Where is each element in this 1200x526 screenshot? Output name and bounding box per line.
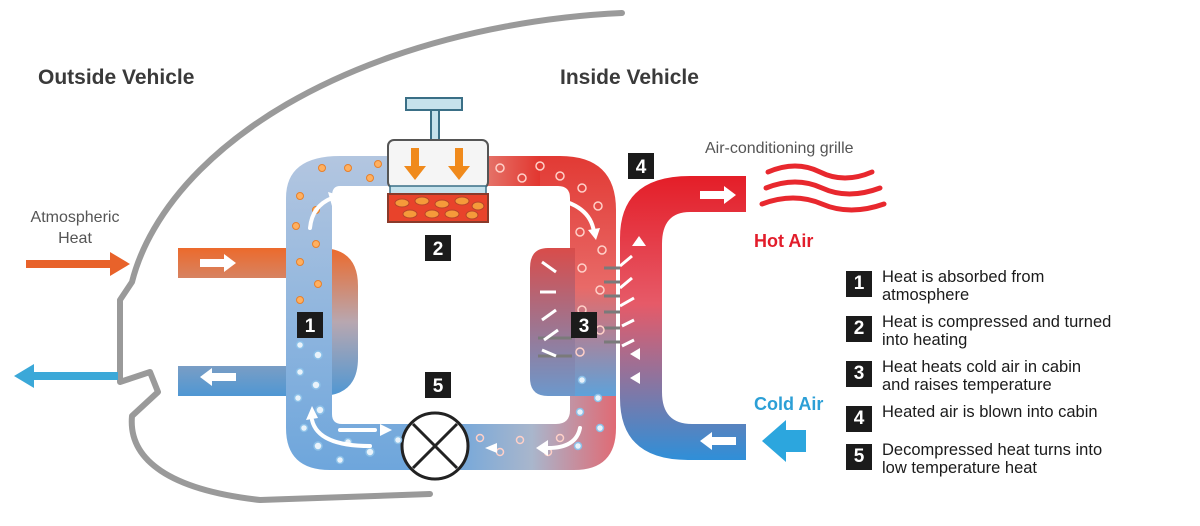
- legend-number: 5: [846, 444, 872, 470]
- svg-text:1: 1: [305, 316, 316, 337]
- exhaust-cold-arrow-icon: [14, 364, 118, 388]
- duct-arrow-left-icon: [700, 432, 736, 450]
- svg-text:3: 3: [579, 316, 590, 337]
- legend-text-line: into heating: [882, 331, 968, 349]
- legend-text: Heated air is blown into cabin: [882, 403, 1098, 421]
- legend-number: 4: [846, 406, 872, 432]
- cold-air-intake-arrow-icon: [762, 420, 806, 462]
- legend: 1 Heat is absorbed from atmosphere 2 Hea…: [846, 268, 1191, 486]
- outside-heat-exchanger: [178, 248, 358, 396]
- flow-arrows: [308, 196, 596, 450]
- flow-arrowheads: [306, 192, 600, 456]
- legend-number: 1: [846, 271, 872, 297]
- diagram-marker-5: 5: [425, 372, 451, 398]
- hot-air-waves-icon: [759, 163, 887, 213]
- atmospheric-heat-label-line1: Atmospheric: [31, 209, 120, 226]
- legend-text-line: Decompressed heat turns into: [882, 441, 1103, 459]
- pipe-arrow-left-icon: [200, 368, 236, 386]
- hot-air-label: Hot Air: [754, 231, 813, 251]
- expansion-valve: [400, 411, 470, 481]
- legend-text: Heat heats cold air in cabin and raises …: [882, 358, 1081, 394]
- svg-text:4: 4: [636, 157, 647, 178]
- flow-arrow-down-right-icon: [548, 196, 596, 234]
- legend-text-line: Heat is compressed and turned: [882, 313, 1112, 331]
- cabin-air-duct: [620, 176, 746, 460]
- legend-item-4: 4 Heated air is blown into cabin: [846, 403, 1191, 432]
- legend-text-line: Heat is absorbed from: [882, 268, 1045, 286]
- diagram-marker-2: 2: [425, 235, 451, 261]
- legend-text-line: Heated air is blown into cabin: [882, 403, 1098, 421]
- refrigerant-particles-cold: [293, 325, 605, 465]
- duct-arrow-left-small-icon: [630, 372, 640, 384]
- legend-item-1: 1 Heat is absorbed from atmosphere: [846, 268, 1191, 304]
- cold-air-label: Cold Air: [754, 394, 823, 414]
- svg-text:2: 2: [433, 239, 444, 260]
- refrigerant-particles-hot: [475, 161, 607, 457]
- atmospheric-heat-arrow-icon: [26, 252, 130, 276]
- legend-item-5: 5 Decompressed heat turns into low tempe…: [846, 441, 1191, 477]
- legend-number: 2: [846, 316, 872, 342]
- outside-vehicle-label: Outside Vehicle: [38, 66, 194, 89]
- coil-heat-arrows: [540, 254, 635, 358]
- pipe-arrow-right-icon: [200, 254, 236, 272]
- diagram-marker-1: 1: [297, 312, 323, 338]
- duct-arrow-up-icon: [632, 236, 646, 246]
- vehicle-outline: [117, 10, 625, 503]
- flow-arrow-up-left-icon: [308, 196, 334, 230]
- compression-arrow-left-icon: [404, 148, 426, 180]
- flow-arrow-down-left-icon: [546, 426, 582, 450]
- legend-text: Heat is absorbed from atmosphere: [882, 268, 1044, 304]
- compression-arrow-right-icon: [448, 148, 470, 180]
- duct-arrow-right-icon: [700, 186, 736, 204]
- legend-text-line: Heat heats cold air in cabin: [882, 358, 1082, 376]
- legend-text: Decompressed heat turns into low tempera…: [882, 441, 1102, 477]
- legend-number: 3: [846, 361, 872, 387]
- diagram-marker-4: 4: [628, 153, 654, 179]
- grille-label: Air-conditioning grille: [705, 140, 854, 157]
- duct-arrow-left-lower-icon: [630, 348, 640, 360]
- legend-text-line: atmosphere: [882, 286, 970, 304]
- svg-text:5: 5: [433, 376, 444, 397]
- legend-text-line: and raises temperature: [882, 376, 1052, 394]
- diagram-marker-3: 3: [571, 312, 597, 338]
- flow-arrow-up-bottom-left-icon: [310, 418, 372, 448]
- inside-vehicle-label: Inside Vehicle: [560, 66, 699, 89]
- compressor: [387, 97, 489, 223]
- legend-item-3: 3 Heat heats cold air in cabin and raise…: [846, 358, 1191, 394]
- legend-text-line: low temperature heat: [882, 459, 1038, 477]
- legend-text: Heat is compressed and turned into heati…: [882, 313, 1111, 349]
- legend-item-2: 2 Heat is compressed and turned into hea…: [846, 313, 1191, 349]
- atmospheric-heat-label-line2: Heat: [58, 230, 92, 247]
